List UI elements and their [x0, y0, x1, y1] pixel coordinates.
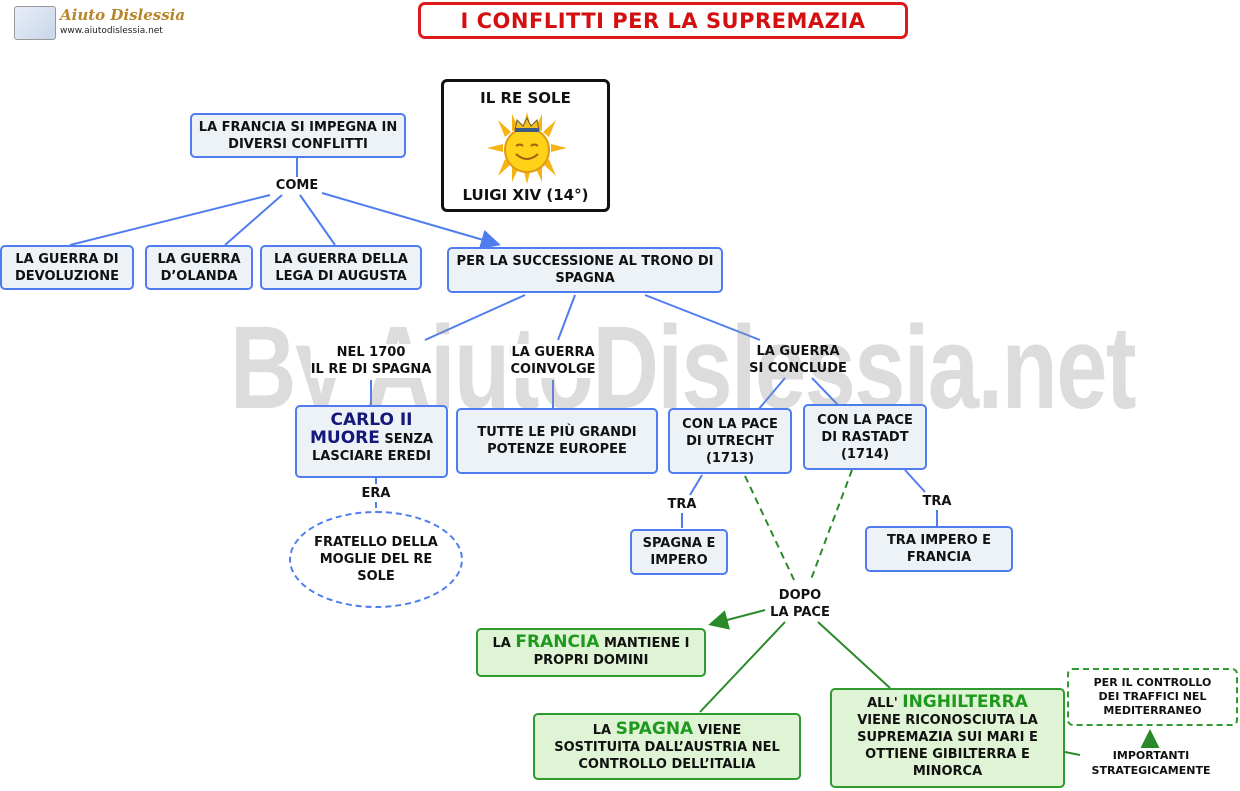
re-sole-title: IL RE SOLE	[480, 89, 571, 107]
inghilterra-highlight: INGHILTERRA	[902, 692, 1028, 712]
node-inghilterra: ALL' INGHILTERRA VIENE RICONOSCIUTA LA S…	[830, 688, 1065, 788]
label-tra-1: TRA	[667, 496, 697, 513]
logo[interactable]: Aiuto Dislessia www.aiutodislessia.net	[14, 4, 185, 40]
label-importanti: IMPORTANTI STRATEGICAMENTE	[1091, 748, 1211, 778]
node-spagna-sostituita: LA SPAGNA VIENE SOSTITUITA DALL’AUSTRIA …	[533, 713, 801, 780]
node-carlo: CARLO II MUORE SENZA LASCIARE EREDI	[295, 405, 448, 478]
node-utrecht: CON LA PACE DI UTRECHT (1713)	[668, 408, 792, 474]
node-devoluzione: LA GUERRA DI DEVOLUZIONE	[0, 245, 134, 290]
node-controllo: PER IL CONTROLLO DEI TRAFFICI NEL MEDITE…	[1067, 668, 1238, 726]
node-potenze: TUTTE LE PIÙ GRANDI POTENZE EUROPEE	[456, 408, 658, 474]
francia-highlight: FRANCIA	[515, 632, 600, 652]
sun-icon	[487, 112, 567, 184]
logo-url: www.aiutodislessia.net	[60, 26, 163, 36]
node-augusta: LA GUERRA DELLA LEGA DI AUGUSTA	[260, 245, 422, 290]
node-successione: PER LA SUCCESSIONE AL TRONO DI SPAGNA	[447, 247, 723, 293]
node-fratello: FRATELLO DELLA MOGLIE DEL RE SOLE	[289, 511, 463, 608]
carlo-rest: SENZA LASCIARE EREDI	[312, 432, 434, 464]
node-francia-mantiene: LA FRANCIA MANTIENE I PROPRI DOMINI	[476, 628, 706, 677]
book-icon	[14, 6, 56, 40]
node-olanda: LA GUERRA D’OLANDA	[145, 245, 253, 290]
label-tra-2: TRA	[922, 493, 952, 510]
re-sole-name: LUIGI XIV (14°)	[462, 186, 589, 204]
label-coinvolge: LA GUERRA COINVOLGE	[510, 344, 596, 378]
node-francia-conflitti: LA FRANCIA SI IMPEGNA IN DIVERSI CONFLIT…	[190, 113, 406, 158]
label-era: ERA	[361, 485, 391, 502]
spagna-highlight: SPAGNA	[615, 719, 694, 739]
label-come: COME	[275, 177, 319, 194]
re-sole-box: IL RE SOLE LUIGI XIV (14°)	[441, 79, 610, 212]
page-title: I CONFLITTI PER LA SUPREMAZIA	[418, 2, 908, 39]
node-spagna-impero: SPAGNA E IMPERO	[630, 529, 728, 575]
carlo-highlight: CARLO II MUORE	[309, 410, 413, 448]
logo-text: Aiuto Dislessia	[60, 6, 186, 24]
node-impero-francia: TRA IMPERO E FRANCIA	[865, 526, 1013, 572]
node-rastadt: CON LA PACE DI RASTADT (1714)	[803, 404, 927, 470]
label-dopo-pace: DOPO LA PACE	[770, 588, 830, 620]
label-conclude: LA GUERRA SI CONCLUDE	[749, 344, 847, 376]
label-nel-1700: NEL 1700 IL RE DI SPAGNA	[310, 344, 432, 378]
